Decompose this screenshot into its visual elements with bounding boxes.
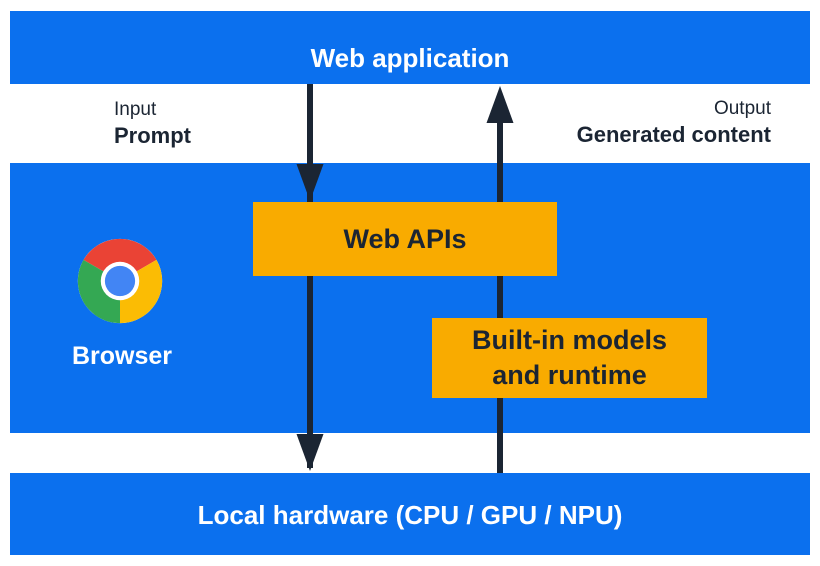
local-hardware-bar: Local hardware (CPU / GPU / NPU)	[10, 473, 810, 555]
output-annotation: Output Generated content	[577, 97, 771, 148]
browser-label: Browser	[71, 342, 173, 370]
web-application-bar: Web application	[10, 11, 810, 84]
builtin-models-label-line2: and runtime	[492, 360, 647, 390]
local-hardware-label: Local hardware (CPU / GPU / NPU)	[197, 500, 623, 530]
input-caption: Input	[114, 99, 157, 120]
web-application-label: Web application	[310, 43, 510, 73]
web-apis-label: Web APIs	[343, 223, 467, 254]
chrome-logo-icon	[77, 238, 163, 324]
generated-content-label: Generated content	[576, 122, 771, 147]
output-caption: Output	[713, 98, 771, 119]
input-annotation: Input Prompt	[114, 98, 191, 149]
prompt-label: Prompt	[114, 123, 191, 148]
builtin-models-box: Built-in models and runtime	[432, 318, 707, 398]
builtin-models-label-line1: Built-in models	[472, 325, 667, 355]
web-apis-box: Web APIs	[253, 202, 557, 276]
